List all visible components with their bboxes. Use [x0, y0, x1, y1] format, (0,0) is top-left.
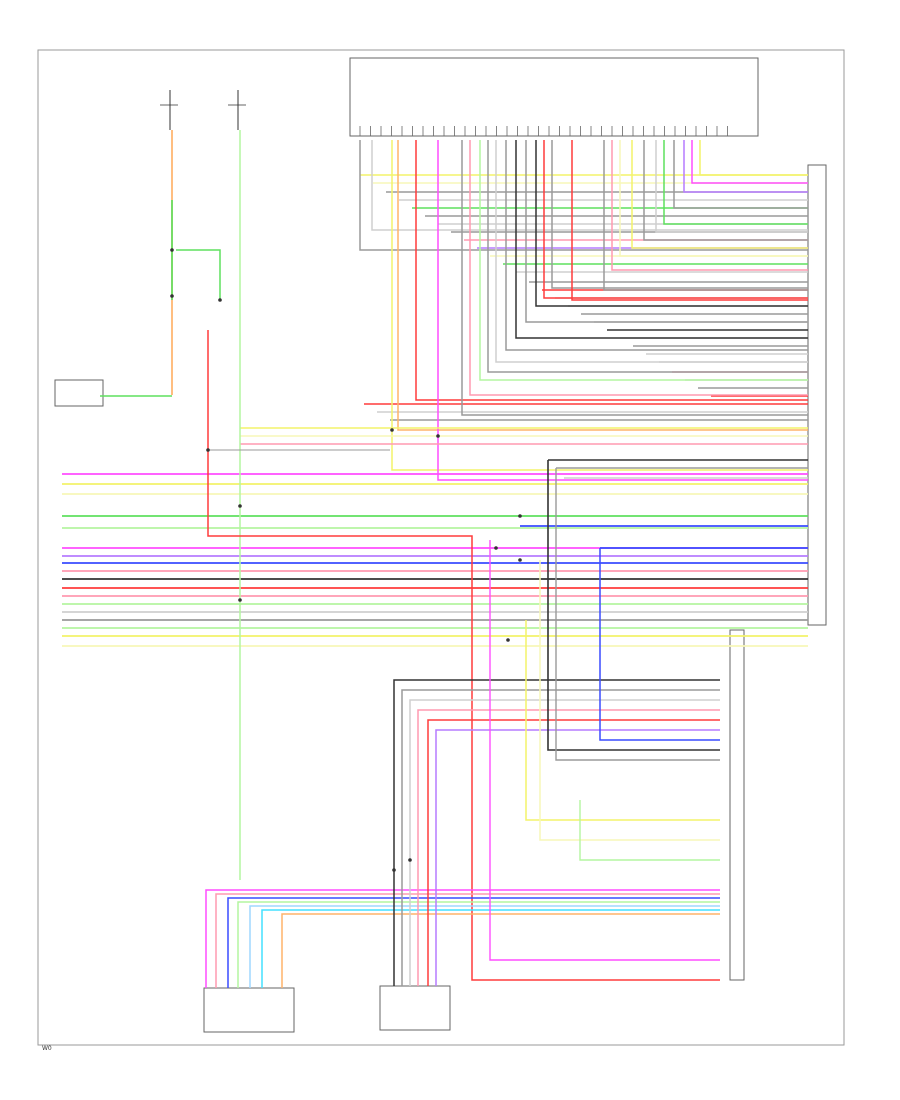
wire-103: [409, 699, 720, 986]
small-switch-box: [54, 379, 104, 407]
wire-95: [215, 893, 720, 988]
top-module-box: [349, 57, 759, 137]
wire-48: [551, 140, 808, 289]
wire-36: [415, 140, 808, 401]
wire-108: [547, 460, 720, 751]
splice-dot: [206, 448, 210, 452]
wire-45: [525, 140, 808, 323]
wire-38: [461, 140, 808, 416]
diagram-frame: [37, 49, 845, 1046]
wire-97: [237, 901, 720, 988]
splice-points: [170, 248, 522, 872]
wire-104: [417, 709, 720, 986]
bottom-center-module-box: [379, 985, 451, 1031]
splice-dot: [218, 298, 222, 302]
wire-54: [643, 140, 808, 241]
wire-37: [437, 140, 808, 481]
wire-113: [599, 548, 720, 741]
wire-33: [371, 140, 808, 231]
splice-dot: [518, 514, 522, 518]
splice-dot: [170, 294, 174, 298]
wire-32: [359, 140, 808, 251]
bottom-left-module-box: [203, 987, 295, 1033]
wire-39: [469, 140, 808, 396]
wire-110: [525, 620, 720, 821]
splice-dot: [494, 546, 498, 550]
wire-52: [619, 140, 808, 257]
wire-35: [397, 140, 808, 431]
wire-111: [539, 560, 720, 841]
wire-101: [393, 679, 720, 986]
wire-46: [535, 140, 808, 307]
wire-51: [611, 140, 808, 271]
wire-106: [435, 729, 720, 986]
page-code-label: W0: [42, 1045, 52, 1052]
wire-44: [515, 140, 808, 339]
wire-41: [487, 140, 808, 373]
wire-34: [391, 140, 808, 471]
wire-99: [261, 909, 720, 988]
wire-112: [579, 800, 720, 861]
wire-96: [227, 897, 720, 988]
wire-107: [489, 540, 720, 961]
splice-dot: [518, 558, 522, 562]
splice-dot: [170, 248, 174, 252]
splice-dot: [506, 638, 510, 642]
splice-dot: [238, 504, 242, 508]
right-connector-box: [807, 164, 827, 626]
wire-50: [603, 140, 808, 291]
wire-94: [205, 889, 720, 988]
wire-60: [699, 140, 808, 176]
right-lower-connector-box: [729, 629, 745, 981]
splice-dot: [436, 434, 440, 438]
splice-dot: [238, 598, 242, 602]
wire-42: [495, 140, 808, 363]
wire-105: [427, 719, 720, 986]
wire-55: [655, 140, 808, 233]
wire-91: [207, 330, 720, 981]
splice-dot: [408, 858, 412, 862]
splice-dot: [392, 868, 396, 872]
wire-98: [249, 905, 720, 988]
wire-57: [673, 140, 808, 209]
wire-59: [691, 140, 808, 184]
splice-dot: [390, 428, 394, 432]
wire-58: [683, 140, 808, 193]
wire-harness: [62, 130, 808, 988]
wire-109: [555, 468, 720, 761]
wire-56: [663, 140, 808, 225]
wire-102: [401, 689, 720, 986]
top-module-terminals: [359, 126, 728, 136]
wire-90: [176, 249, 221, 300]
wire-53: [631, 140, 808, 249]
wire-40: [479, 140, 808, 381]
wire-49: [571, 140, 808, 301]
wire-47: [543, 140, 808, 299]
top-left-switch-group: [54, 90, 246, 407]
wire-43: [505, 140, 808, 351]
wire-100: [281, 913, 720, 988]
